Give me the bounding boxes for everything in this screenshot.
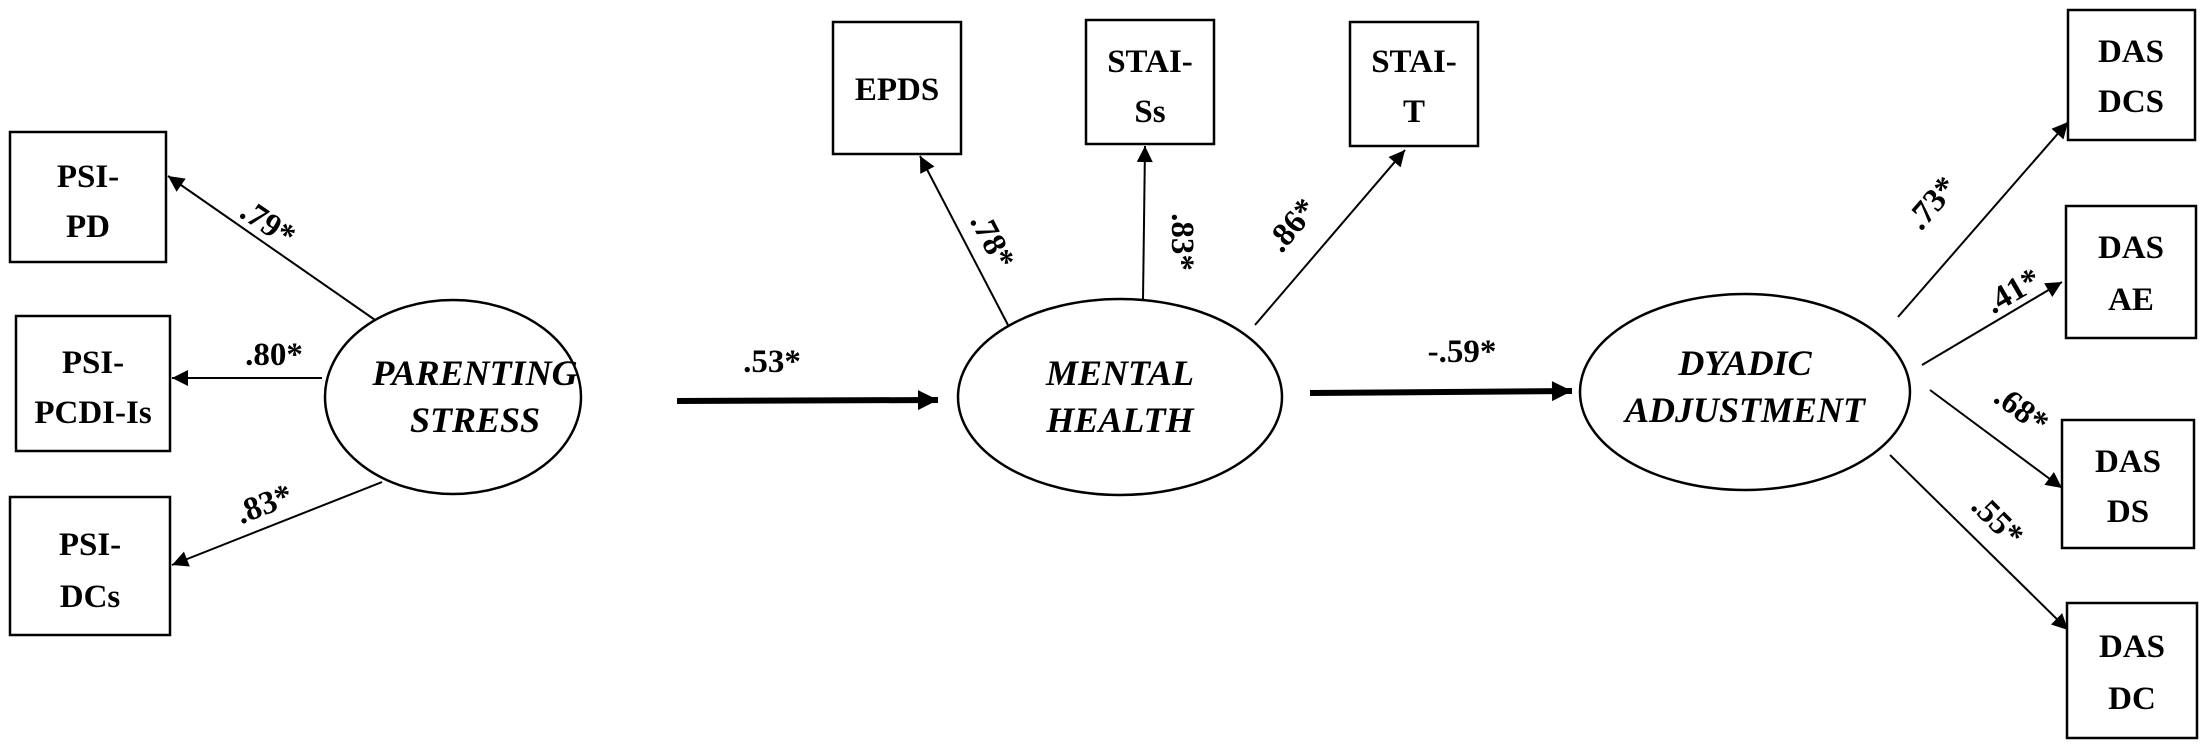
arrow-health-to-stai-ss — [1136, 145, 1153, 301]
arrow-dyadic-to-das-ae — [1921, 281, 2063, 366]
indicator-stai-t-line2: T — [1403, 94, 1425, 130]
indicator-psi-pd: PSI- PD — [8, 130, 168, 264]
latent-mental-health-line2: HEALTH — [1045, 400, 1194, 440]
path-health-to-dyadic: -.59* — [1428, 334, 1497, 370]
path-stress-to-health: .53* — [743, 344, 801, 380]
indicator-psi-dcs-line2: DCs — [60, 579, 121, 615]
indicator-psi-pcdi-is-line2: PCDI-Is — [34, 395, 151, 431]
indicator-das-ds-line2: DS — [2107, 494, 2149, 530]
indicator-psi-pd-line1: PSI- — [57, 159, 119, 195]
loading-das-dc: .55* — [1964, 488, 2030, 554]
latent-parenting-stress-line2: STRESS — [410, 400, 540, 440]
indicator-stai-t: STAI- T — [1348, 20, 1480, 148]
latent-dyadic-adjustment-line2: ADJUSTMENT — [1623, 390, 1867, 430]
arrow-dyadic-to-das-ds — [1929, 389, 2063, 489]
indicator-psi-pcdi-is: PSI- PCDI-Is — [14, 314, 172, 453]
latent-dyadic-adjustment-line1: DYADIC — [1677, 343, 1812, 383]
arrow-stress-to-psi-pd — [167, 175, 379, 323]
indicator-das-dcs: DAS DCS — [2066, 8, 2197, 142]
latent-mental-health-line1: MENTAL — [1045, 353, 1194, 393]
loading-das-ds: .68* — [1987, 378, 2055, 442]
latent-dyadic-adjustment: DYADIC ADJUSTMENT — [1578, 292, 1912, 492]
indicator-psi-dcs-line1: PSI- — [59, 527, 121, 563]
arrow-dyadic-to-das-dcs — [1897, 121, 2069, 318]
indicator-das-ae-line2: AE — [2108, 282, 2154, 318]
arrow-health-to-dyadic — [1309, 381, 1573, 402]
arrow-stress-to-psi-dcs — [171, 481, 383, 567]
latent-mental-health: MENTAL HEALTH — [956, 297, 1284, 497]
loading-psi-pcdi-is: .80* — [245, 337, 303, 373]
indicator-das-dc-line2: DC — [2108, 681, 2156, 717]
indicator-stai-ss: STAI- Ss — [1084, 18, 1216, 146]
loading-psi-dcs: .83* — [231, 478, 298, 532]
indicator-psi-dcs: PSI- DCs — [8, 495, 172, 637]
indicator-stai-ss-line1: STAI- — [1107, 44, 1193, 80]
loading-stai-ss: .83* — [1164, 213, 1200, 271]
indicator-das-ds-line1: DAS — [2095, 444, 2161, 480]
indicator-stai-t-line1: STAI- — [1371, 44, 1457, 80]
indicator-psi-pcdi-is-line1: PSI- — [62, 345, 124, 381]
indicator-epds-line1: EPDS — [855, 72, 939, 108]
indicator-das-ae: DAS AE — [2064, 204, 2198, 340]
loading-das-ae: .41* — [1979, 261, 2047, 321]
indicator-psi-pd-line2: PD — [66, 209, 110, 245]
loading-stai-t: .86* — [1260, 192, 1325, 259]
indicator-das-dc-line1: DAS — [2099, 629, 2165, 665]
indicator-das-ae-line1: DAS — [2098, 230, 2164, 266]
arrow-dyadic-to-das-dc — [1889, 454, 2069, 631]
indicator-das-dc: DAS DC — [2065, 601, 2199, 740]
loading-epds: .78* — [962, 207, 1021, 275]
arrow-stress-to-health — [676, 390, 939, 411]
indicator-das-dcs-line1: DAS — [2098, 34, 2164, 70]
arrow-health-to-stai-t — [1254, 149, 1406, 326]
indicator-epds: EPDS — [831, 20, 963, 156]
latent-parenting-stress-line1: PARENTING — [371, 353, 577, 393]
indicator-das-ds: DAS DS — [2060, 418, 2196, 550]
indicator-stai-ss-line2: Ss — [1134, 94, 1165, 130]
loading-das-dcs: .73* — [1900, 170, 1965, 237]
latent-parenting-stress: PARENTING STRESS — [323, 298, 583, 496]
indicator-das-dcs-line2: DCS — [2098, 84, 2164, 120]
arrow-health-to-epds — [919, 155, 1009, 326]
